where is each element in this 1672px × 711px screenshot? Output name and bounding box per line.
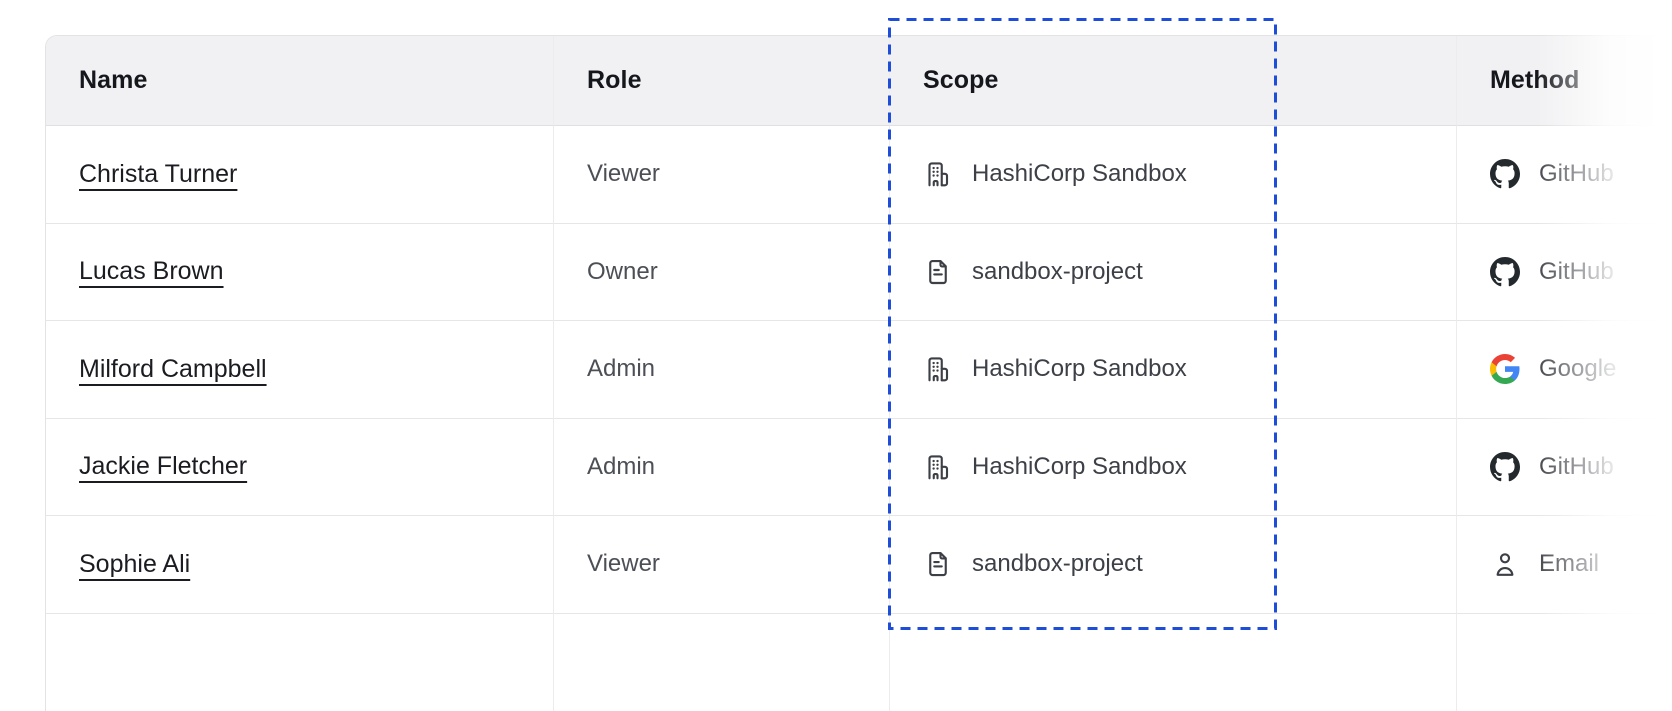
member-name-link[interactable]: Sophie Ali xyxy=(79,550,190,579)
member-name-link[interactable]: Lucas Brown xyxy=(79,257,224,286)
role-value: Viewer xyxy=(587,160,660,188)
table-row-5-method-cell: Email xyxy=(1457,516,1672,614)
role-value: Admin xyxy=(587,453,655,481)
table-row-3-scope-cell: HashiCorp Sandbox xyxy=(890,321,1457,419)
github-icon xyxy=(1490,159,1520,189)
column-header-method: Method xyxy=(1457,36,1672,126)
scope-value: HashiCorp Sandbox xyxy=(972,355,1187,383)
column-header-scope: Scope xyxy=(890,36,1457,126)
column-header-role: Role xyxy=(554,36,890,126)
github-icon xyxy=(1490,452,1520,482)
column-header-method-label: Method xyxy=(1490,66,1579,95)
method-value: GitHub xyxy=(1539,160,1614,188)
members-table: Name Role Scope Method Christa Turner Vi… xyxy=(45,35,1672,711)
method-value: GitHub xyxy=(1539,258,1614,286)
building-icon xyxy=(923,452,953,482)
column-header-scope-label: Scope xyxy=(923,66,999,95)
table-row-2-name-cell: Lucas Brown xyxy=(46,224,554,322)
table-row-6-name-cell xyxy=(46,614,554,711)
table-row-4-method-cell: GitHub xyxy=(1457,419,1672,517)
scope-value: sandbox-project xyxy=(972,258,1143,286)
building-icon xyxy=(923,354,953,384)
members-table-grid: Name Role Scope Method Christa Turner Vi… xyxy=(46,36,1672,711)
role-value: Viewer xyxy=(587,550,660,578)
table-row-2-scope-cell: sandbox-project xyxy=(890,224,1457,322)
member-name-link[interactable]: Christa Turner xyxy=(79,160,237,189)
role-value: Owner xyxy=(587,258,658,286)
role-value: Admin xyxy=(587,355,655,383)
building-icon xyxy=(923,159,953,189)
table-row-1-scope-cell: HashiCorp Sandbox xyxy=(890,126,1457,224)
table-row-2-method-cell: GitHub xyxy=(1457,224,1672,322)
column-header-name: Name xyxy=(46,36,554,126)
scope-value: HashiCorp Sandbox xyxy=(972,160,1187,188)
column-header-role-label: Role xyxy=(587,66,642,95)
table-row-1-name-cell: Christa Turner xyxy=(46,126,554,224)
column-header-name-label: Name xyxy=(79,66,148,95)
file-icon xyxy=(923,549,953,579)
method-value: GitHub xyxy=(1539,453,1614,481)
member-name-link[interactable]: Jackie Fletcher xyxy=(79,452,247,481)
table-row-6-method-cell xyxy=(1457,614,1672,711)
table-row-6-role-cell xyxy=(554,614,890,711)
table-row-3-role-cell: Admin xyxy=(554,321,890,419)
method-value: Email xyxy=(1539,550,1599,578)
table-row-6-scope-cell xyxy=(890,614,1457,711)
table-row-4-name-cell: Jackie Fletcher xyxy=(46,419,554,517)
scope-value: HashiCorp Sandbox xyxy=(972,453,1187,481)
table-row-5-scope-cell: sandbox-project xyxy=(890,516,1457,614)
table-row-2-role-cell: Owner xyxy=(554,224,890,322)
table-row-3-name-cell: Milford Campbell xyxy=(46,321,554,419)
table-row-1-role-cell: Viewer xyxy=(554,126,890,224)
google-icon xyxy=(1490,354,1520,384)
table-row-5-role-cell: Viewer xyxy=(554,516,890,614)
table-row-4-role-cell: Admin xyxy=(554,419,890,517)
member-name-link[interactable]: Milford Campbell xyxy=(79,355,267,384)
person-icon xyxy=(1490,549,1520,579)
table-row-1-method-cell: GitHub xyxy=(1457,126,1672,224)
file-icon xyxy=(923,257,953,287)
github-icon xyxy=(1490,257,1520,287)
table-row-5-name-cell: Sophie Ali xyxy=(46,516,554,614)
scope-value: sandbox-project xyxy=(972,550,1143,578)
table-row-3-method-cell: Google xyxy=(1457,321,1672,419)
method-value: Google xyxy=(1539,355,1616,383)
table-row-4-scope-cell: HashiCorp Sandbox xyxy=(890,419,1457,517)
